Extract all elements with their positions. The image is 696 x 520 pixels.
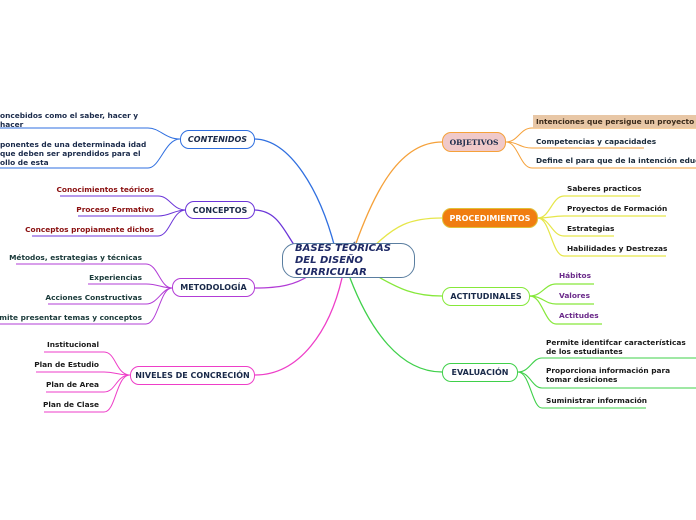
node-contenidos[interactable]: CONTENIDOS xyxy=(180,130,255,149)
leaf-evaluacion-1[interactable]: Permite identifcar características de lo… xyxy=(546,338,686,356)
leaf-evaluacion-2[interactable]: Proporciona información para tomar desic… xyxy=(546,366,671,384)
leaf-metodologia-1[interactable]: Métodos, estrategias y técnicas xyxy=(9,253,142,262)
branch-contenidos xyxy=(254,138,336,249)
leaf-contenidos-2[interactable]: ponentes de una determinada idad que deb… xyxy=(0,140,147,167)
node-evaluacion-label: EVALUACIÓN xyxy=(451,368,509,377)
node-procedimientos[interactable]: PROCEDIMIENTOS xyxy=(442,208,538,228)
branch-niveles xyxy=(254,277,343,376)
leaf-objetivos-2[interactable]: Competencias y capacidades xyxy=(536,137,657,146)
node-metodologia[interactable]: METODOLOGÍA xyxy=(172,278,255,297)
leaf-objetivos-3[interactable]: Define el para que de la intención educa… xyxy=(536,156,696,165)
leaf-metodologia-4[interactable]: Permite presentar temas y conceptos xyxy=(0,313,142,322)
leaf-objetivos-1[interactable]: Intenciones que persigue un proyecto edu… xyxy=(533,115,696,128)
node-procedimientos-label: PROCEDIMIENTOS xyxy=(449,213,531,223)
leaf-actitudinales-3[interactable]: Actitudes xyxy=(559,311,599,320)
leaf-procedimientos-1[interactable]: Saberes practicos xyxy=(567,184,642,193)
leaf-procedimientos-4[interactable]: Habilidades y Destrezas xyxy=(567,244,668,253)
leaf-niveles-2[interactable]: Plan de Estudio xyxy=(34,360,99,369)
node-actitudinales[interactable]: ACTITUDINALES xyxy=(442,287,530,306)
leaf-contenidos-1[interactable]: oncebidos como el saber, hacer y hacer xyxy=(0,111,139,129)
node-objetivos-label: OBJETIVOS xyxy=(449,137,499,147)
node-niveles[interactable]: NIVELES DE CONCRECIÓN xyxy=(130,366,255,385)
leaf-actitudinales-1[interactable]: Hábitos xyxy=(559,271,592,280)
node-conceptos-label: CONCEPTOS xyxy=(192,205,248,215)
node-evaluacion[interactable]: EVALUACIÓN xyxy=(442,363,518,382)
leaf-metodologia-3[interactable]: Acciones Constructivas xyxy=(45,293,142,302)
leaf-procedimientos-3[interactable]: Estrategias xyxy=(567,224,615,233)
branch-objetivos xyxy=(354,141,443,247)
node-objetivos[interactable]: OBJETIVOS xyxy=(442,132,506,152)
central-topic[interactable]: BASES TEÓRICAS DEL DISEÑO CURRICULAR xyxy=(282,243,415,278)
leaf-evaluacion-3[interactable]: Suministrar información xyxy=(546,396,648,405)
leaf-conceptos-3[interactable]: Conceptos propiamente dichos xyxy=(25,225,154,234)
leaf-conceptos-1[interactable]: Conocimientos teóricos xyxy=(56,185,154,194)
leaf-procedimientos-2[interactable]: Proyectos de Formación xyxy=(567,204,668,213)
leaf-niveles-4[interactable]: Plan de Clase xyxy=(42,400,99,409)
node-metodologia-label: METODOLOGÍA xyxy=(180,283,247,292)
leaf-niveles-3[interactable]: Plan de Area xyxy=(45,380,99,389)
node-actitudinales-label: ACTITUDINALES xyxy=(450,292,522,301)
leaf-niveles-1[interactable]: Institucional xyxy=(46,340,99,349)
central-topic-label: BASES TEÓRICAS DEL DISEÑO CURRICULAR xyxy=(295,242,391,278)
leaf-conceptos-2[interactable]: Proceso Formativo xyxy=(76,205,154,214)
leaf-actitudinales-2[interactable]: Valores xyxy=(559,291,590,300)
leaf-metodologia-2[interactable]: Experiencias xyxy=(89,273,142,282)
node-conceptos[interactable]: CONCEPTOS xyxy=(185,201,255,219)
node-contenidos-label: CONTENIDOS xyxy=(187,135,248,144)
branch-evaluacion xyxy=(349,277,443,373)
node-niveles-label: NIVELES DE CONCRECIÓN xyxy=(135,371,250,380)
